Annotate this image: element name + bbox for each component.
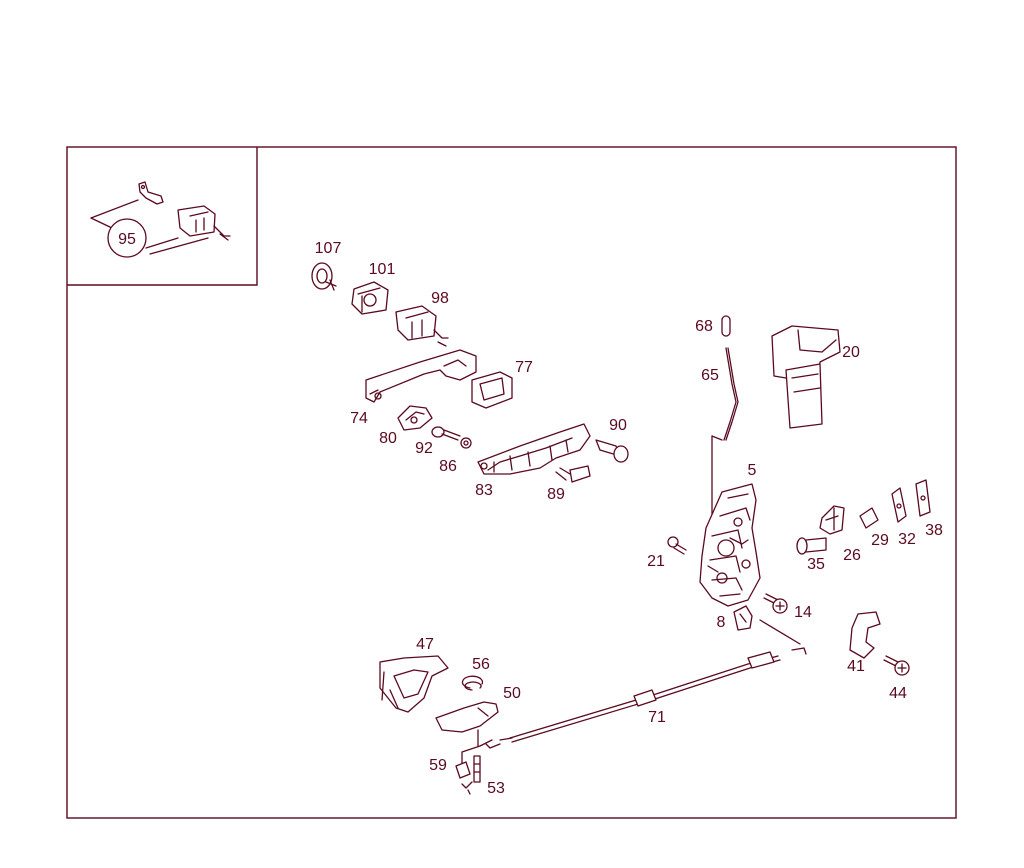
part-50-lever[interactable] — [435, 701, 499, 733]
callout-77: 77 — [515, 359, 533, 376]
diagram-frame — [66, 146, 957, 819]
part-71-bowden-cable[interactable] — [485, 619, 807, 749]
callout-20: 20 — [842, 344, 860, 361]
part-77-handle-bezel[interactable] — [471, 371, 513, 409]
callout-38: 38 — [925, 522, 943, 539]
part-53-pin[interactable] — [461, 755, 481, 795]
callout-89: 89 — [547, 486, 565, 503]
callout-32: 32 — [898, 531, 916, 548]
callout-68: 68 — [695, 318, 713, 335]
callout-107: 107 — [315, 240, 342, 257]
part-47-inner-door-handle[interactable] — [379, 655, 449, 713]
part-20-guide-cover[interactable] — [771, 325, 841, 429]
inset-frame — [67, 147, 258, 286]
part-26-striker[interactable] — [819, 505, 845, 535]
part-86-nut[interactable] — [460, 437, 472, 449]
part-65-control-rod[interactable] — [711, 347, 739, 523]
callout-50: 50 — [503, 685, 521, 702]
part-56-circlip[interactable] — [461, 675, 484, 691]
part-35-bolt[interactable] — [796, 537, 827, 555]
callout-8: 8 — [717, 614, 726, 631]
part-107-lock-cap[interactable] — [311, 262, 337, 291]
part-83-handle-carrier[interactable] — [477, 423, 591, 475]
callout-47: 47 — [416, 636, 434, 653]
callout-95: 95 — [118, 231, 136, 248]
callout-92: 92 — [415, 440, 433, 457]
callout-74: 74 — [350, 410, 368, 427]
part-key-and-cylinder[interactable] — [90, 181, 231, 258]
callout-65: 65 — [701, 367, 719, 384]
callout-101: 101 — [369, 261, 396, 278]
part-32-shim[interactable] — [891, 487, 907, 523]
part-44-screw[interactable] — [883, 655, 910, 676]
callout-98: 98 — [431, 290, 449, 307]
part-5-door-lock[interactable] — [699, 483, 761, 607]
callout-26: 26 — [843, 547, 861, 564]
callout-41: 41 — [847, 658, 865, 675]
callout-59: 59 — [429, 757, 447, 774]
callout-35: 35 — [807, 556, 825, 573]
callout-29: 29 — [871, 532, 889, 549]
part-80-bracket[interactable] — [397, 405, 433, 431]
callout-53: 53 — [487, 780, 505, 797]
callout-44: 44 — [889, 685, 907, 702]
callout-90: 90 — [609, 417, 627, 434]
callout-21: 21 — [647, 553, 665, 570]
part-41-bracket[interactable] — [849, 611, 881, 659]
callout-71: 71 — [648, 709, 666, 726]
callout-86: 86 — [439, 458, 457, 475]
part-38-shim[interactable] — [915, 479, 931, 517]
part-8-clip[interactable] — [733, 605, 753, 631]
part-68-grommet[interactable] — [721, 315, 731, 337]
callout-14: 14 — [794, 604, 812, 621]
part-90-bolt[interactable] — [595, 439, 629, 463]
callout-56: 56 — [472, 656, 490, 673]
part-89-clip[interactable] — [555, 465, 591, 483]
part-74-outer-door-handle[interactable] — [365, 349, 477, 403]
part-101-cylinder-housing[interactable] — [351, 281, 389, 315]
part-59-lock-lever[interactable] — [455, 729, 493, 779]
part-92-screw[interactable] — [431, 426, 461, 441]
callout-80: 80 — [379, 430, 397, 447]
part-29-plate[interactable] — [859, 507, 879, 529]
callout-83: 83 — [475, 482, 493, 499]
part-21-screw[interactable] — [667, 536, 687, 555]
part-98-lock-cylinder[interactable] — [395, 305, 449, 347]
callout-5: 5 — [748, 462, 757, 479]
part-14-screw[interactable] — [763, 593, 788, 614]
